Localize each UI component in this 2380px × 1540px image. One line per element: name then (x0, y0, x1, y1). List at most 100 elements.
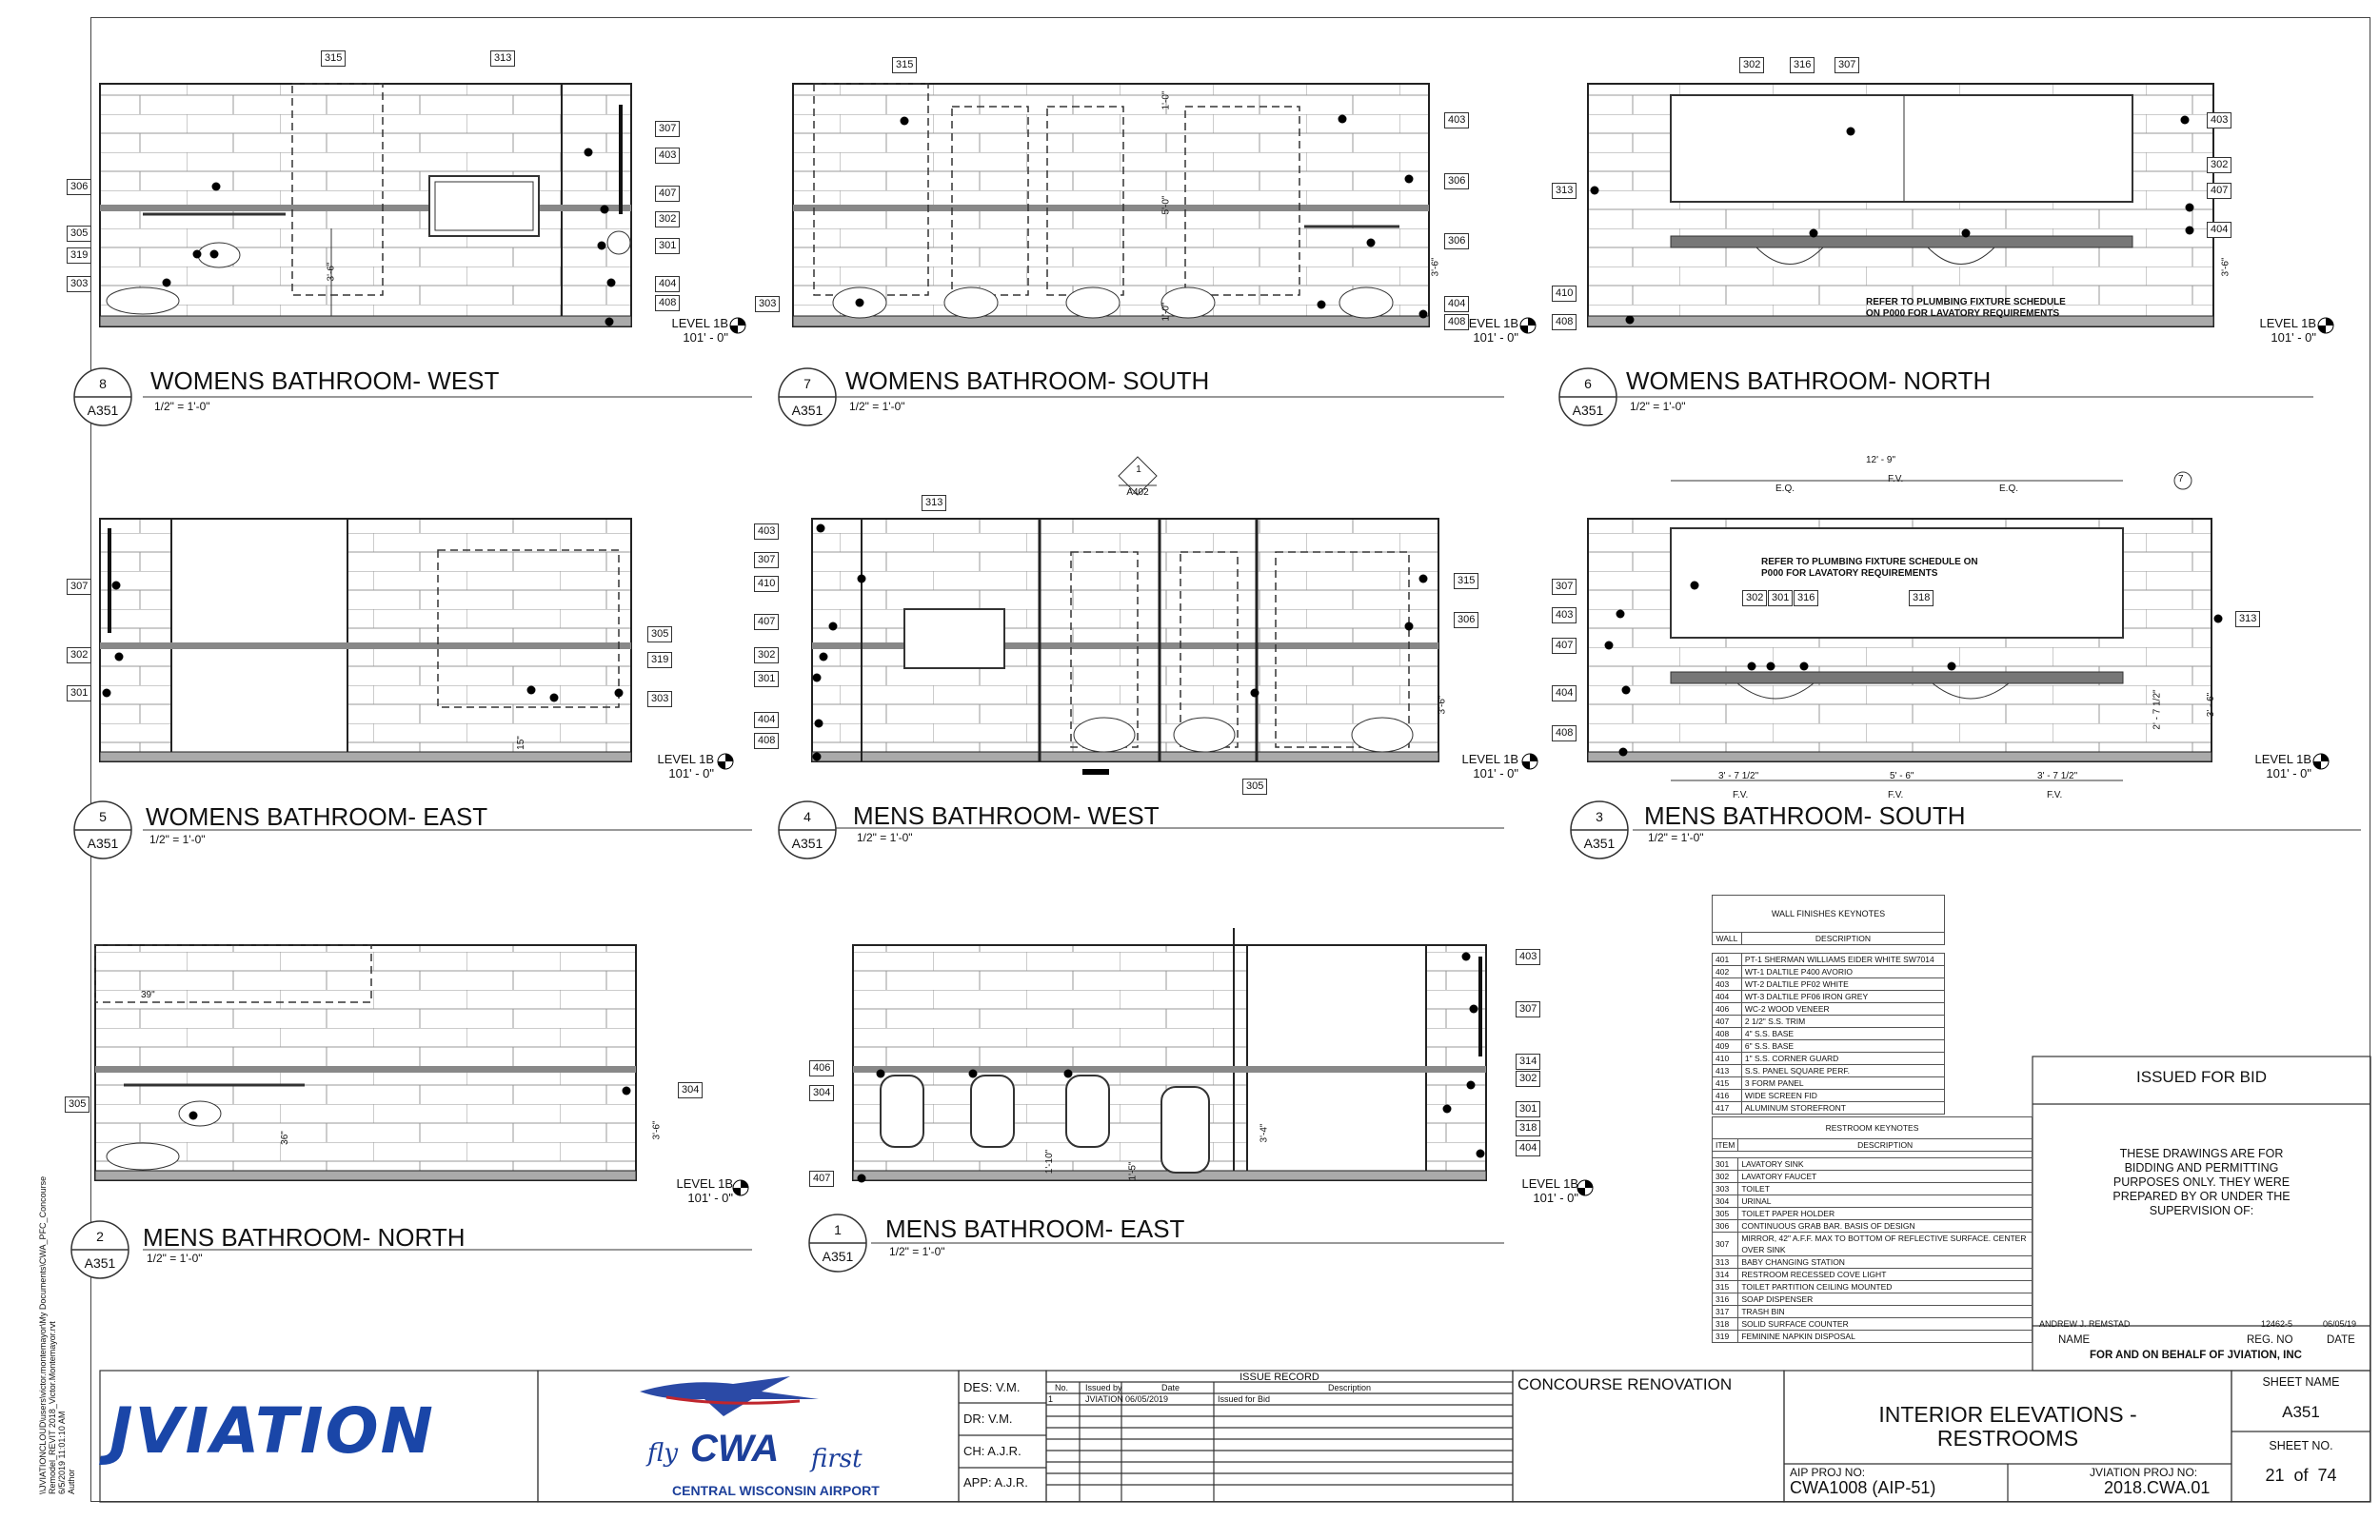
view-3-vdim-1: 2' - 7 1/2" (2152, 689, 2163, 730)
keynote-tag: 307 (67, 579, 92, 595)
wall-keynote-description: WT-3 DALTILE PF06 IRON GREY (1740, 990, 1946, 1003)
keynote-tag: 408 (1444, 314, 1470, 330)
view-3-dim-eq2: E.Q. (1999, 484, 2019, 494)
title-block-frame (99, 1056, 2371, 1503)
view-3-dim-overall: 12' - 9" (1866, 455, 1896, 465)
keynote-tag: 403 (754, 523, 780, 540)
view-1-scale: 1/2" = 1'-0" (889, 1245, 945, 1258)
keynote-tag: 313 (922, 495, 947, 511)
view-womens-north (1587, 83, 2214, 327)
checker: CH: A.J.R. (963, 1444, 1021, 1458)
keynote-tag: 404 (1516, 1140, 1541, 1156)
view-number-circles (70, 367, 1629, 1279)
view-1-title: MENS BATHROOM- EAST (885, 1214, 1185, 1243)
view-3-dim-b3: 3' - 7 1/2" (2037, 771, 2078, 781)
view-8-sheet: A351 (87, 403, 119, 418)
view-3-number: 3 (1596, 809, 1603, 824)
reg-label: REG. NO (2247, 1334, 2293, 1346)
view-2-sheet: A351 (84, 1255, 116, 1271)
issue-record-title: ISSUE RECORD (1240, 1372, 1319, 1383)
view-7-number: 7 (803, 376, 811, 391)
view-6-note: REFER TO PLUMBING FIXTURE SCHEDULE ON P0… (1866, 297, 2066, 319)
keynote-tag: 302 (1739, 57, 1765, 73)
view-4-callout-num: 1 (1136, 464, 1141, 475)
wall-col-header: WALL (1712, 932, 1742, 945)
date-label: DATE (2327, 1334, 2355, 1346)
restroom-keynote-code: 304 (1711, 1194, 1739, 1208)
level-markers (717, 317, 2334, 1196)
approver: APP: A.J.R. (963, 1475, 1028, 1490)
view-1-dim-2: 1'-10" (1044, 1149, 1056, 1175)
wall-keynote-description: 4" S.S. BASE (1740, 1027, 1946, 1040)
statement-line: THESE DRAWINGS ARE FOR (2119, 1147, 2284, 1160)
cwa-logo-first: first (811, 1445, 863, 1473)
cwa-logo-cwa: CWA (690, 1428, 780, 1470)
wall-keynote-description: S.S. PANEL SQUARE PERF. (1740, 1064, 1946, 1077)
restroom-keynote-code: 306 (1711, 1219, 1739, 1233)
keynote-tag: 306 (1444, 233, 1470, 249)
keynote-tag: 404 (1444, 296, 1470, 312)
issue-row-by: JVIATION (1085, 1394, 1123, 1404)
aip-proj-number: CWA1008 (AIP-51) (1790, 1478, 1936, 1497)
restroom-keynote-description: TRASH BIN (1737, 1305, 2033, 1318)
keynote-tag: 305 (67, 226, 92, 242)
keynote-tag: 407 (655, 186, 681, 202)
behalf-text: FOR AND ON BEHALF OF JVIATION, INC (2090, 1350, 2302, 1361)
restroom-keynote-code: 303 (1711, 1182, 1739, 1195)
view-3-fv-2: F.V. (1888, 790, 1904, 800)
wall-keynote-code: 417 (1712, 1101, 1742, 1115)
view-womens-west (99, 83, 632, 327)
keynote-tag: 302 (2207, 157, 2232, 173)
name-label: NAME (2058, 1334, 2091, 1346)
view-6-number: 6 (1584, 376, 1592, 391)
view-1-number: 1 (834, 1222, 842, 1237)
keynote-tag: 306 (1444, 173, 1470, 189)
restroom-keynote-description: TOILET PAPER HOLDER (1737, 1207, 2033, 1220)
keynote-tag: 403 (1444, 112, 1470, 128)
view-6-dim: 3'-6" (2220, 257, 2231, 277)
issue-row-date: 06/05/2019 (1125, 1394, 1169, 1404)
sheet-number-label: SHEET NO. (2269, 1439, 2333, 1452)
keynote-tag: 303 (67, 276, 92, 292)
engineer-date: 06/05/19 (2323, 1319, 2357, 1329)
view-7-scale: 1/2" = 1'-0" (849, 400, 905, 413)
wall-desc-header: DESCRIPTION (1740, 932, 1946, 945)
keynote-tag: 408 (655, 295, 681, 311)
restroom-keynote-description: SOLID SURFACE COUNTER (1737, 1317, 2033, 1331)
restroom-keynote-description: URINAL (1737, 1194, 2033, 1208)
keynote-tag: 315 (1454, 573, 1479, 589)
keynote-tag: 302 (754, 647, 780, 663)
view-womens-east (99, 518, 632, 762)
keynote-tag: 403 (1516, 949, 1541, 965)
restroom-keynote-description: MIRROR, 42" A.F.F. MAX TO BOTTOM OF REFL… (1737, 1232, 2033, 1256)
project-name: CONCOURSE RENOVATION (1517, 1375, 1733, 1393)
wall-keynote-code: 407 (1712, 1015, 1742, 1028)
keynote-tag: 408 (1552, 314, 1577, 330)
issue-header-no: No. (1055, 1383, 1069, 1392)
view-4-number: 4 (803, 809, 811, 824)
keynote-tag: 304 (809, 1085, 835, 1101)
issued-for-bid-title: ISSUED FOR BID (2136, 1068, 2267, 1086)
view-1-dim-1: 3'-4" (1259, 1123, 1270, 1143)
keynote-tag: 404 (1552, 685, 1577, 701)
keynote-tag: 404 (655, 276, 681, 292)
view-3-fv-1: F.V. (1733, 790, 1749, 800)
restroom-keynote-description: TOILET (1737, 1182, 2033, 1195)
